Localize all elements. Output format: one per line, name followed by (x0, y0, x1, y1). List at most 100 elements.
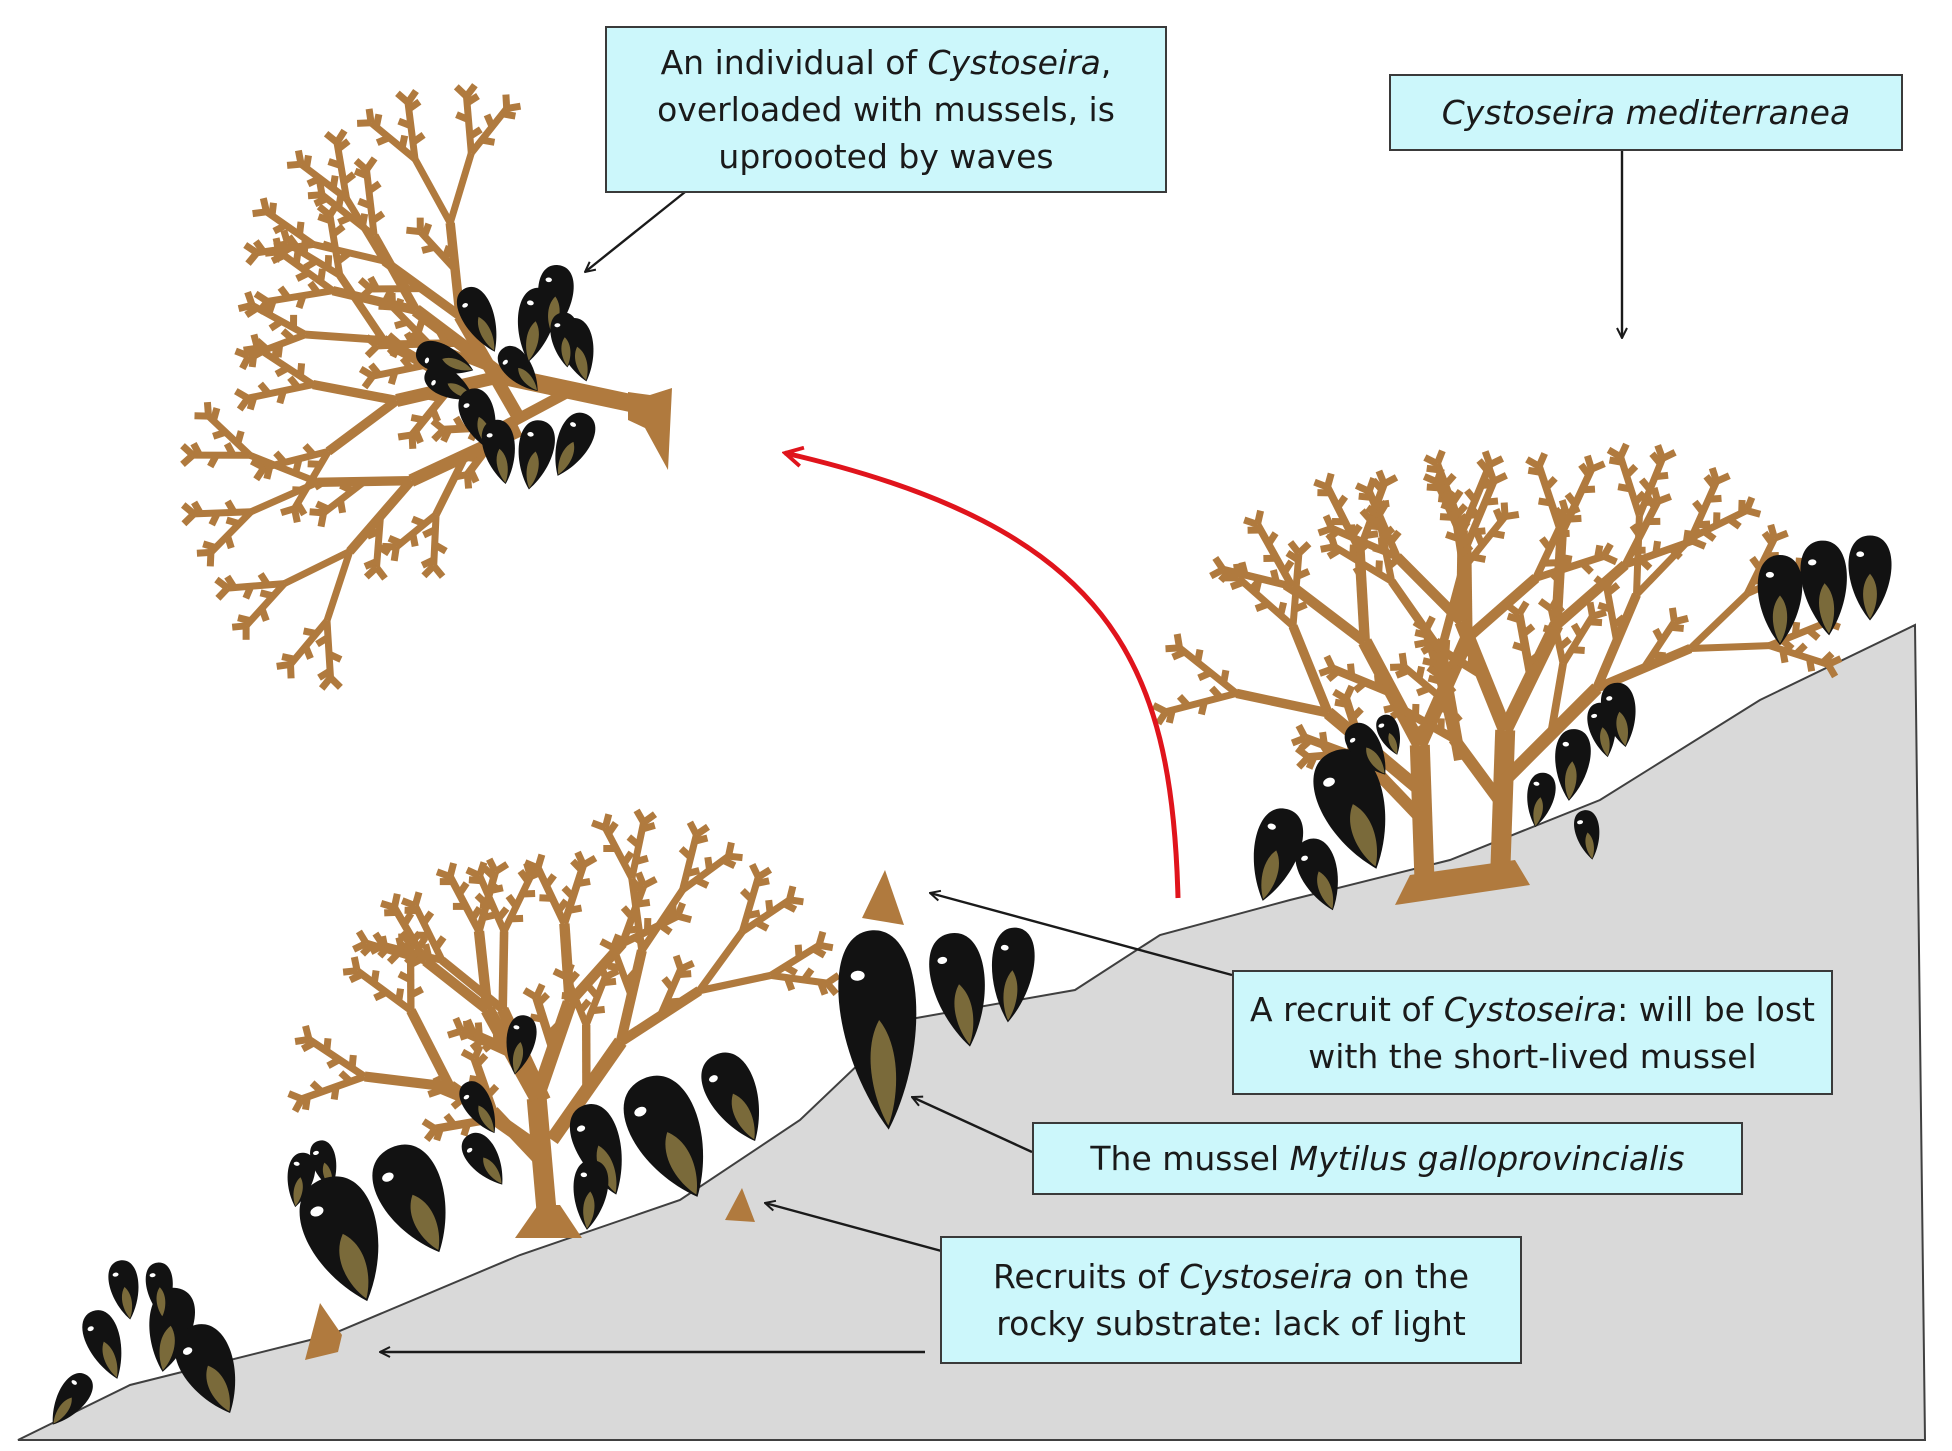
alga-tooth (357, 197, 372, 210)
alga-branch (498, 931, 509, 1010)
alga-twig (323, 620, 334, 678)
alga-branch (323, 550, 354, 622)
alga-branch (439, 956, 506, 1013)
alga-tooth (1644, 497, 1658, 507)
alga-tooth (180, 443, 196, 458)
alga-tooth (300, 1039, 316, 1053)
alga-tooth (577, 998, 592, 1014)
alga-tooth (316, 180, 326, 196)
alga-tooth (1745, 507, 1762, 518)
alga-tooth (1349, 544, 1357, 558)
alga-tooth (272, 248, 284, 263)
mussel (1587, 702, 1616, 758)
alga-tooth (237, 614, 252, 625)
alga-tooth (1398, 652, 1408, 668)
alga-twig (394, 511, 439, 550)
alga-tooth (1542, 559, 1556, 567)
alga-tooth (421, 222, 433, 238)
mussel (1600, 682, 1636, 748)
alga-tooth (341, 171, 357, 185)
alga-twig (417, 229, 458, 272)
alga-branch (364, 1071, 451, 1092)
alga-twig (321, 478, 367, 516)
alga-tooth (397, 431, 413, 441)
mussel (82, 1310, 122, 1379)
alga-tooth (1348, 524, 1357, 538)
alga-tooth (465, 93, 480, 106)
alga-tooth (801, 967, 815, 982)
alga-twig (532, 996, 558, 1052)
alga-tooth (543, 873, 557, 888)
alga-tooth (231, 622, 247, 631)
alga-tooth (1820, 651, 1835, 666)
alga-branch (411, 157, 454, 225)
alga-tooth (1439, 513, 1454, 521)
mussel (145, 1262, 173, 1318)
alga-tooth (429, 408, 442, 423)
alga-tooth (676, 912, 693, 924)
alga-tooth (1415, 665, 1426, 681)
alga-tooth (601, 813, 613, 829)
alga-tooth (1692, 499, 1706, 515)
alga-twig (264, 208, 316, 248)
mussel (1253, 808, 1304, 901)
alga-tooth (1296, 541, 1312, 556)
alga-branch (312, 380, 398, 406)
alga-tooth (1652, 651, 1666, 660)
alga-tooth (1352, 562, 1368, 576)
alga-tooth (1454, 513, 1469, 527)
alga-tooth (411, 515, 426, 528)
alga-tooth (1326, 546, 1342, 560)
alga-tooth (756, 866, 773, 881)
alga-tooth (1468, 510, 1483, 519)
alga-tooth (626, 834, 642, 849)
alga-tooth (309, 1080, 325, 1095)
alga-branch (249, 479, 320, 516)
alga-tooth (1638, 477, 1653, 492)
alga-tooth (432, 541, 448, 555)
alga-tooth (330, 223, 346, 238)
alga-tooth (1701, 528, 1717, 542)
alga-twig (563, 975, 590, 1027)
alga-tooth (1427, 674, 1443, 685)
alga-tooth (412, 429, 424, 444)
alga-tooth (1594, 544, 1604, 559)
alga-tooth (1526, 652, 1541, 666)
mussel (497, 346, 538, 392)
alga-tooth (1638, 556, 1653, 571)
alga-tooth (257, 572, 271, 587)
alga-tooth (1319, 742, 1333, 758)
alga-tooth (677, 970, 692, 979)
alga-branch (1687, 591, 1750, 652)
alga-tooth (1603, 572, 1617, 589)
alga-tooth (694, 876, 710, 889)
alga-tooth (1292, 601, 1308, 613)
alga-tooth (501, 110, 517, 120)
alga-tooth (1488, 455, 1505, 468)
alga-tooth (409, 532, 419, 547)
alga-twig (738, 876, 762, 933)
alga-branch (282, 548, 352, 587)
alga-tooth (1394, 667, 1410, 679)
cystoseira-algae (180, 83, 1843, 1238)
alga-tooth (1270, 569, 1280, 584)
alga-twig (193, 508, 252, 518)
alga-tooth (409, 986, 424, 999)
mussel (929, 933, 985, 1047)
alga-tooth (464, 1018, 477, 1035)
alga-tooth (276, 660, 292, 670)
recruit-on-mussel (862, 870, 904, 925)
alga-tooth (1212, 555, 1227, 572)
alga-tooth (746, 909, 761, 920)
alga-tooth (1550, 604, 1565, 619)
alga-tooth (468, 876, 483, 885)
alga-tooth (476, 861, 488, 877)
alga-twig (610, 946, 635, 998)
alga-tooth (1779, 649, 1789, 664)
alga-tooth (212, 428, 227, 440)
alga-tooth (467, 468, 480, 484)
alga-tooth (484, 881, 499, 896)
alga-branch (1358, 638, 1427, 749)
alga-tooth (824, 980, 839, 997)
alga-tooth (561, 992, 576, 1001)
